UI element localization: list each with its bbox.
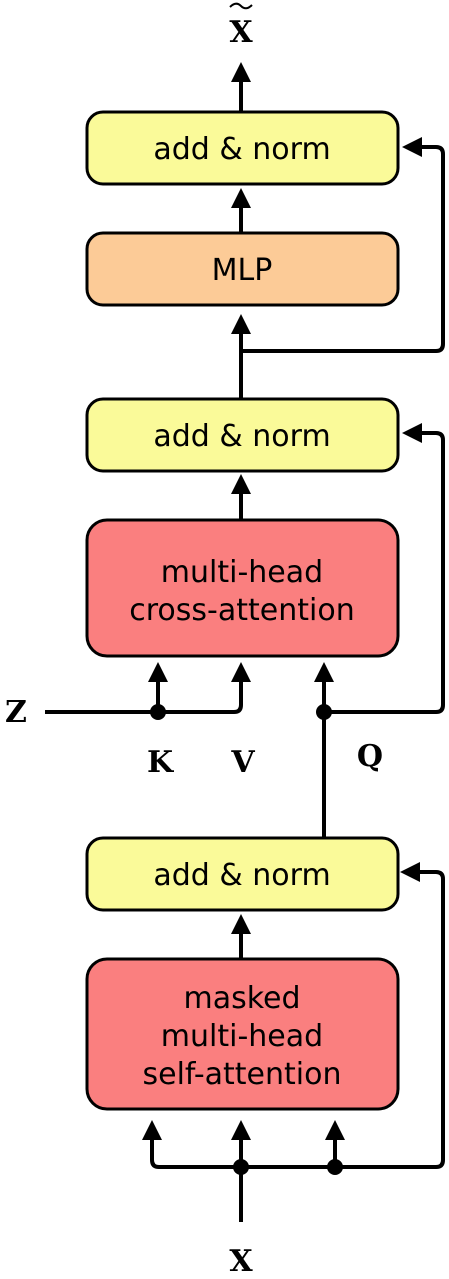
junction-query (316, 704, 332, 720)
junction-self-attn-v (327, 1159, 343, 1175)
cross-attention-line-2: cross-attention (129, 593, 354, 628)
mlp-label: MLP (212, 253, 273, 288)
add-norm-bottom-label: add & norm (153, 858, 330, 893)
edge-memory-v-path (220, 662, 251, 714)
cross-attention-block (85, 518, 400, 658)
edge-residual-top (241, 137, 445, 353)
add-norm-bottom-block (85, 836, 400, 912)
edge-residual-mid (324, 423, 445, 714)
add-norm-top-label: add & norm (153, 132, 330, 167)
junction-memory-k (150, 704, 166, 720)
mlp-block (85, 231, 400, 307)
add-norm-mid-block (85, 397, 400, 473)
key-k-label: K (147, 745, 174, 780)
add-norm-mid-label: add & norm (153, 419, 330, 454)
self-attention-line-3: self-attention (142, 1057, 341, 1092)
output-x-tilde-label: X (229, 15, 253, 50)
self-attention-line-1: masked (183, 981, 300, 1016)
self-attention-block (85, 957, 400, 1111)
cross-attention-line-1: multi-head (161, 555, 323, 590)
add-norm-top-block (85, 110, 400, 186)
edge-self-attn-bus (150, 870, 445, 1169)
tilde-accent (229, 2, 253, 10)
self-attention-line-2: multi-head (161, 1019, 323, 1054)
query-q-label: Q (357, 739, 383, 774)
input-x-label: X (229, 1244, 253, 1279)
memory-z-label: Z (5, 695, 27, 730)
value-v-label: V (230, 745, 255, 780)
junction-self-attn-k (233, 1159, 249, 1175)
